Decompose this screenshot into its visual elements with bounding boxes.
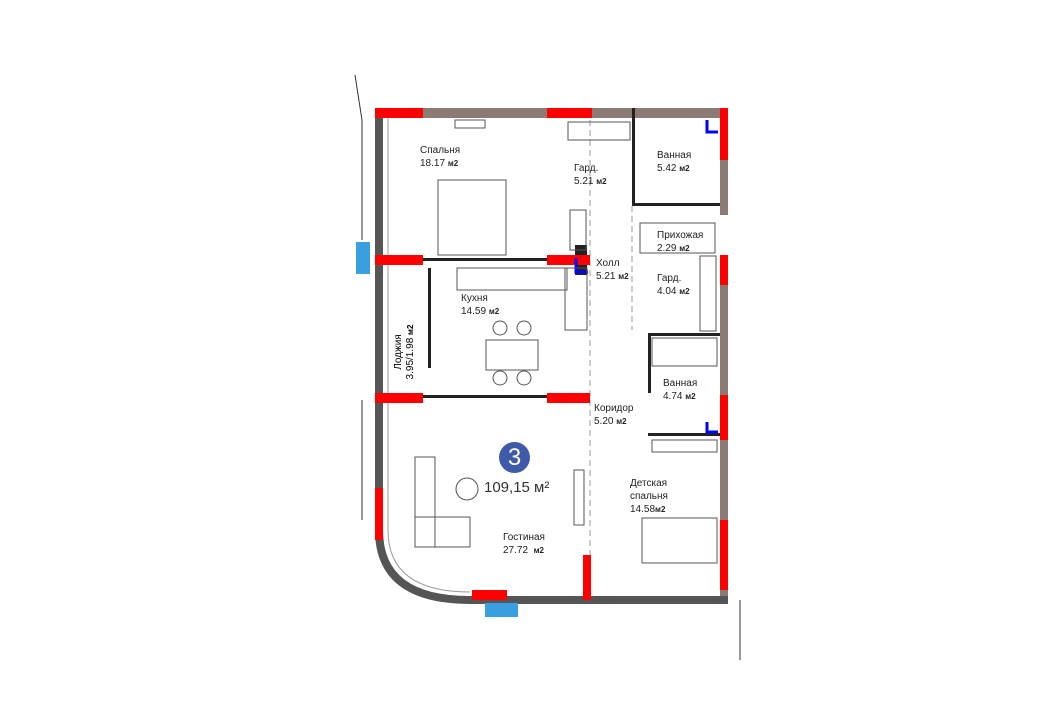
room-entrance: Прихожая 2.29 м2 bbox=[657, 229, 703, 255]
room-name: Кухня bbox=[461, 293, 488, 304]
room-unit: м2 bbox=[447, 159, 459, 168]
interior-walls bbox=[375, 108, 720, 436]
sofa bbox=[414, 456, 436, 548]
bathtub bbox=[639, 222, 716, 254]
room-unit: м2 bbox=[488, 307, 500, 316]
room-area: 18.17 bbox=[420, 158, 446, 169]
bathtub-2 bbox=[651, 337, 718, 367]
room-unit: м2 bbox=[655, 505, 666, 514]
bed bbox=[437, 179, 507, 256]
room-corridor: Коридор 5.20 м2 bbox=[594, 402, 634, 428]
wardrobe bbox=[567, 121, 631, 141]
walls bbox=[375, 108, 728, 600]
room-wardrobe-1: Гард. 5.21 м2 bbox=[574, 162, 607, 188]
room-living: Гостиная 27.72 м2 bbox=[503, 531, 545, 557]
room-area: 14.58 bbox=[630, 504, 656, 515]
furniture bbox=[414, 119, 718, 564]
child-bed bbox=[641, 517, 718, 564]
room-area: 3.95/1.98 bbox=[405, 337, 416, 380]
room-name: Ванная bbox=[657, 150, 692, 161]
room-name: Гард. bbox=[657, 273, 682, 284]
room-name: Гостиная bbox=[503, 532, 545, 543]
room-unit: м2 bbox=[596, 177, 607, 186]
room-area: 14.59 bbox=[461, 306, 487, 317]
room-name: Холл bbox=[596, 258, 620, 269]
room-hall: Холл 5.21 м2 bbox=[596, 257, 629, 283]
room-unit: м2 bbox=[685, 392, 696, 401]
room-wardrobe-2: Гард. 4.04 м2 bbox=[657, 272, 690, 298]
room-unit: м2 bbox=[679, 244, 690, 253]
room-name: Гард. bbox=[574, 163, 599, 174]
wardrobe-2 bbox=[699, 255, 717, 332]
room-area: 27.72 bbox=[503, 545, 529, 556]
total-area: 109,15 м² bbox=[484, 479, 550, 496]
dining-table bbox=[485, 339, 539, 371]
room-area: 4.04 bbox=[657, 286, 677, 297]
room-name: Прихожая bbox=[657, 230, 704, 241]
room-area: 5.20 bbox=[594, 416, 614, 427]
room-name: Детская спальня bbox=[630, 478, 668, 502]
tv-stand bbox=[573, 469, 585, 526]
room-area: 2.29 bbox=[657, 243, 677, 254]
room-area: 4.74 bbox=[663, 391, 683, 402]
coffee-table bbox=[455, 477, 479, 501]
tv bbox=[454, 119, 486, 129]
room-kitchen: Кухня 14.59 м2 bbox=[461, 292, 499, 318]
wardrobe-3 bbox=[651, 439, 718, 453]
kitchen-counter bbox=[456, 267, 568, 291]
room-bedroom: Спальня 18.17 м2 bbox=[420, 144, 460, 170]
room-area: 5.21 bbox=[596, 271, 616, 282]
room-name: Спальня bbox=[420, 145, 461, 156]
room-bathroom-1: Ванная 5.42 м2 bbox=[657, 149, 691, 175]
room-area: 5.42 bbox=[657, 163, 677, 174]
windows bbox=[375, 108, 728, 600]
room-area: 5.21 bbox=[574, 176, 594, 187]
room-name: Коридор bbox=[594, 403, 634, 414]
room-bathroom-2: Ванная 4.74 м2 bbox=[663, 377, 697, 403]
risers bbox=[574, 120, 718, 434]
room-unit: м2 bbox=[616, 417, 627, 426]
exterior-line bbox=[354, 74, 363, 240]
room-unit: м2 bbox=[406, 324, 415, 335]
outer-wall-curved bbox=[375, 110, 728, 604]
rooms-count-badge: 3 bbox=[499, 442, 530, 473]
room-unit: м2 bbox=[533, 546, 544, 555]
room-name: Лоджия bbox=[393, 334, 404, 370]
room-name: Ванная bbox=[663, 378, 698, 389]
room-unit: м2 bbox=[618, 272, 629, 281]
room-unit: м2 bbox=[679, 164, 690, 173]
room-unit: м2 bbox=[679, 287, 690, 296]
glass bbox=[356, 242, 518, 617]
room-children-bedroom: Детская спальня 14.58м2 bbox=[630, 477, 690, 516]
